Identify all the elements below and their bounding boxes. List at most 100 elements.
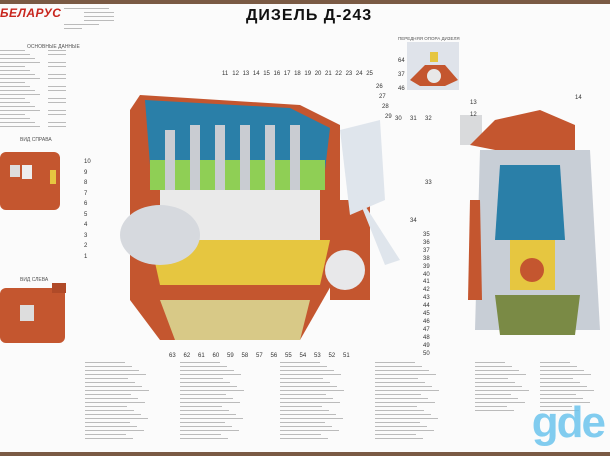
callout-36: 36 (423, 239, 430, 246)
specs-table (0, 50, 80, 130)
belarus-logo: БЕЛАРУС (0, 6, 62, 20)
front-support-label: ПЕРЕДНЯЯ ОПОРА ДИЗЕЛЯ (398, 36, 460, 41)
callout-41: 41 (423, 279, 430, 286)
spec-line (0, 62, 40, 63)
callout-10: 10 (84, 159, 91, 165)
spec-line (48, 122, 66, 123)
callout-38: 38 (423, 255, 430, 262)
legend-line (180, 438, 228, 439)
callout-25: 25 (366, 71, 373, 77)
legend-line (540, 410, 579, 411)
spec-line (0, 98, 25, 99)
callout-43: 43 (423, 295, 430, 302)
legend-line (85, 394, 131, 395)
callout-24: 24 (355, 71, 363, 77)
callout-26: 26 (376, 84, 383, 90)
legend-line (180, 398, 233, 399)
spec-line (0, 58, 35, 59)
callout-9: 9 (84, 169, 88, 176)
callout-45: 45 (423, 311, 430, 317)
callout-32: 32 (425, 116, 432, 122)
legend-line (475, 402, 525, 403)
callout-63: 63 (169, 353, 176, 359)
spec-line (48, 54, 66, 55)
callout-51: 51 (343, 353, 350, 359)
callout-17: 17 (283, 71, 291, 77)
legend-line (280, 374, 341, 375)
legend-line (375, 422, 420, 423)
callout-20: 20 (314, 71, 322, 77)
callout-5: 5 (84, 211, 88, 218)
legend-line (375, 386, 432, 387)
legend-line (280, 386, 337, 387)
callout-22: 22 (335, 71, 342, 77)
legend-line (280, 414, 336, 415)
callout-57: 57 (256, 353, 263, 359)
spec-line (0, 114, 25, 115)
watermark: gde (531, 398, 606, 447)
callout-23: 23 (345, 71, 353, 77)
engine-right-view (0, 152, 60, 210)
spec-line (0, 82, 25, 83)
callout-3: 3 (84, 232, 88, 239)
legend-line (280, 378, 323, 379)
callout-33: 33 (425, 180, 432, 186)
callout-27: 27 (379, 94, 386, 100)
legend-line (85, 374, 146, 375)
callout-54: 54 (299, 353, 307, 359)
callout-28: 28 (382, 104, 389, 110)
legend-line (280, 366, 327, 367)
engine-section-view (460, 110, 600, 335)
callout-60: 60 (212, 353, 220, 359)
callout-13: 13 (242, 71, 250, 77)
callout-16: 16 (273, 71, 281, 77)
legend-line (85, 434, 126, 435)
callout-37: 37 (398, 72, 405, 78)
callout-19: 19 (304, 71, 312, 77)
legend-line (280, 362, 320, 363)
legend-line (475, 374, 526, 375)
legend-line (540, 382, 580, 383)
legend-line (180, 410, 229, 411)
callout-14: 14 (575, 95, 582, 101)
callout-34: 34 (410, 218, 417, 224)
legend-line (85, 362, 125, 363)
legend-line (540, 390, 594, 391)
legend-line (180, 366, 227, 367)
spec-line (0, 102, 30, 103)
callout-8: 8 (84, 180, 88, 186)
engine-left-view (0, 283, 66, 343)
callout-44: 44 (423, 303, 430, 310)
callout-46: 46 (398, 86, 405, 92)
spec-line (48, 74, 66, 75)
legend-line (375, 438, 423, 439)
callout-55: 55 (285, 353, 292, 359)
legend-line (375, 394, 421, 395)
callout-42: 42 (423, 287, 430, 294)
spec-line (0, 94, 40, 95)
view-left-label: ВИД СЛЕВА (20, 277, 49, 283)
legend-line (540, 366, 577, 367)
engine-cutaway (120, 95, 400, 340)
legend-line (280, 394, 326, 395)
spec-line (48, 110, 66, 111)
legend-line (475, 362, 505, 363)
legend-line (180, 406, 222, 407)
legend-line (475, 370, 519, 371)
callout-64: 64 (398, 58, 405, 64)
legend-line (375, 406, 417, 407)
legend-line (180, 390, 244, 391)
callout-48: 48 (423, 334, 430, 341)
legend-line (280, 422, 325, 423)
legend-line (85, 398, 138, 399)
legend-line (475, 378, 508, 379)
callout-47: 47 (423, 326, 430, 333)
legend-line (280, 370, 334, 371)
spec-line (0, 106, 35, 107)
legend-line (475, 390, 529, 391)
legend-line (180, 426, 232, 427)
callout-52: 52 (328, 353, 336, 359)
legend-line (85, 378, 128, 379)
legend-line (85, 370, 139, 371)
legend-line (180, 382, 230, 383)
